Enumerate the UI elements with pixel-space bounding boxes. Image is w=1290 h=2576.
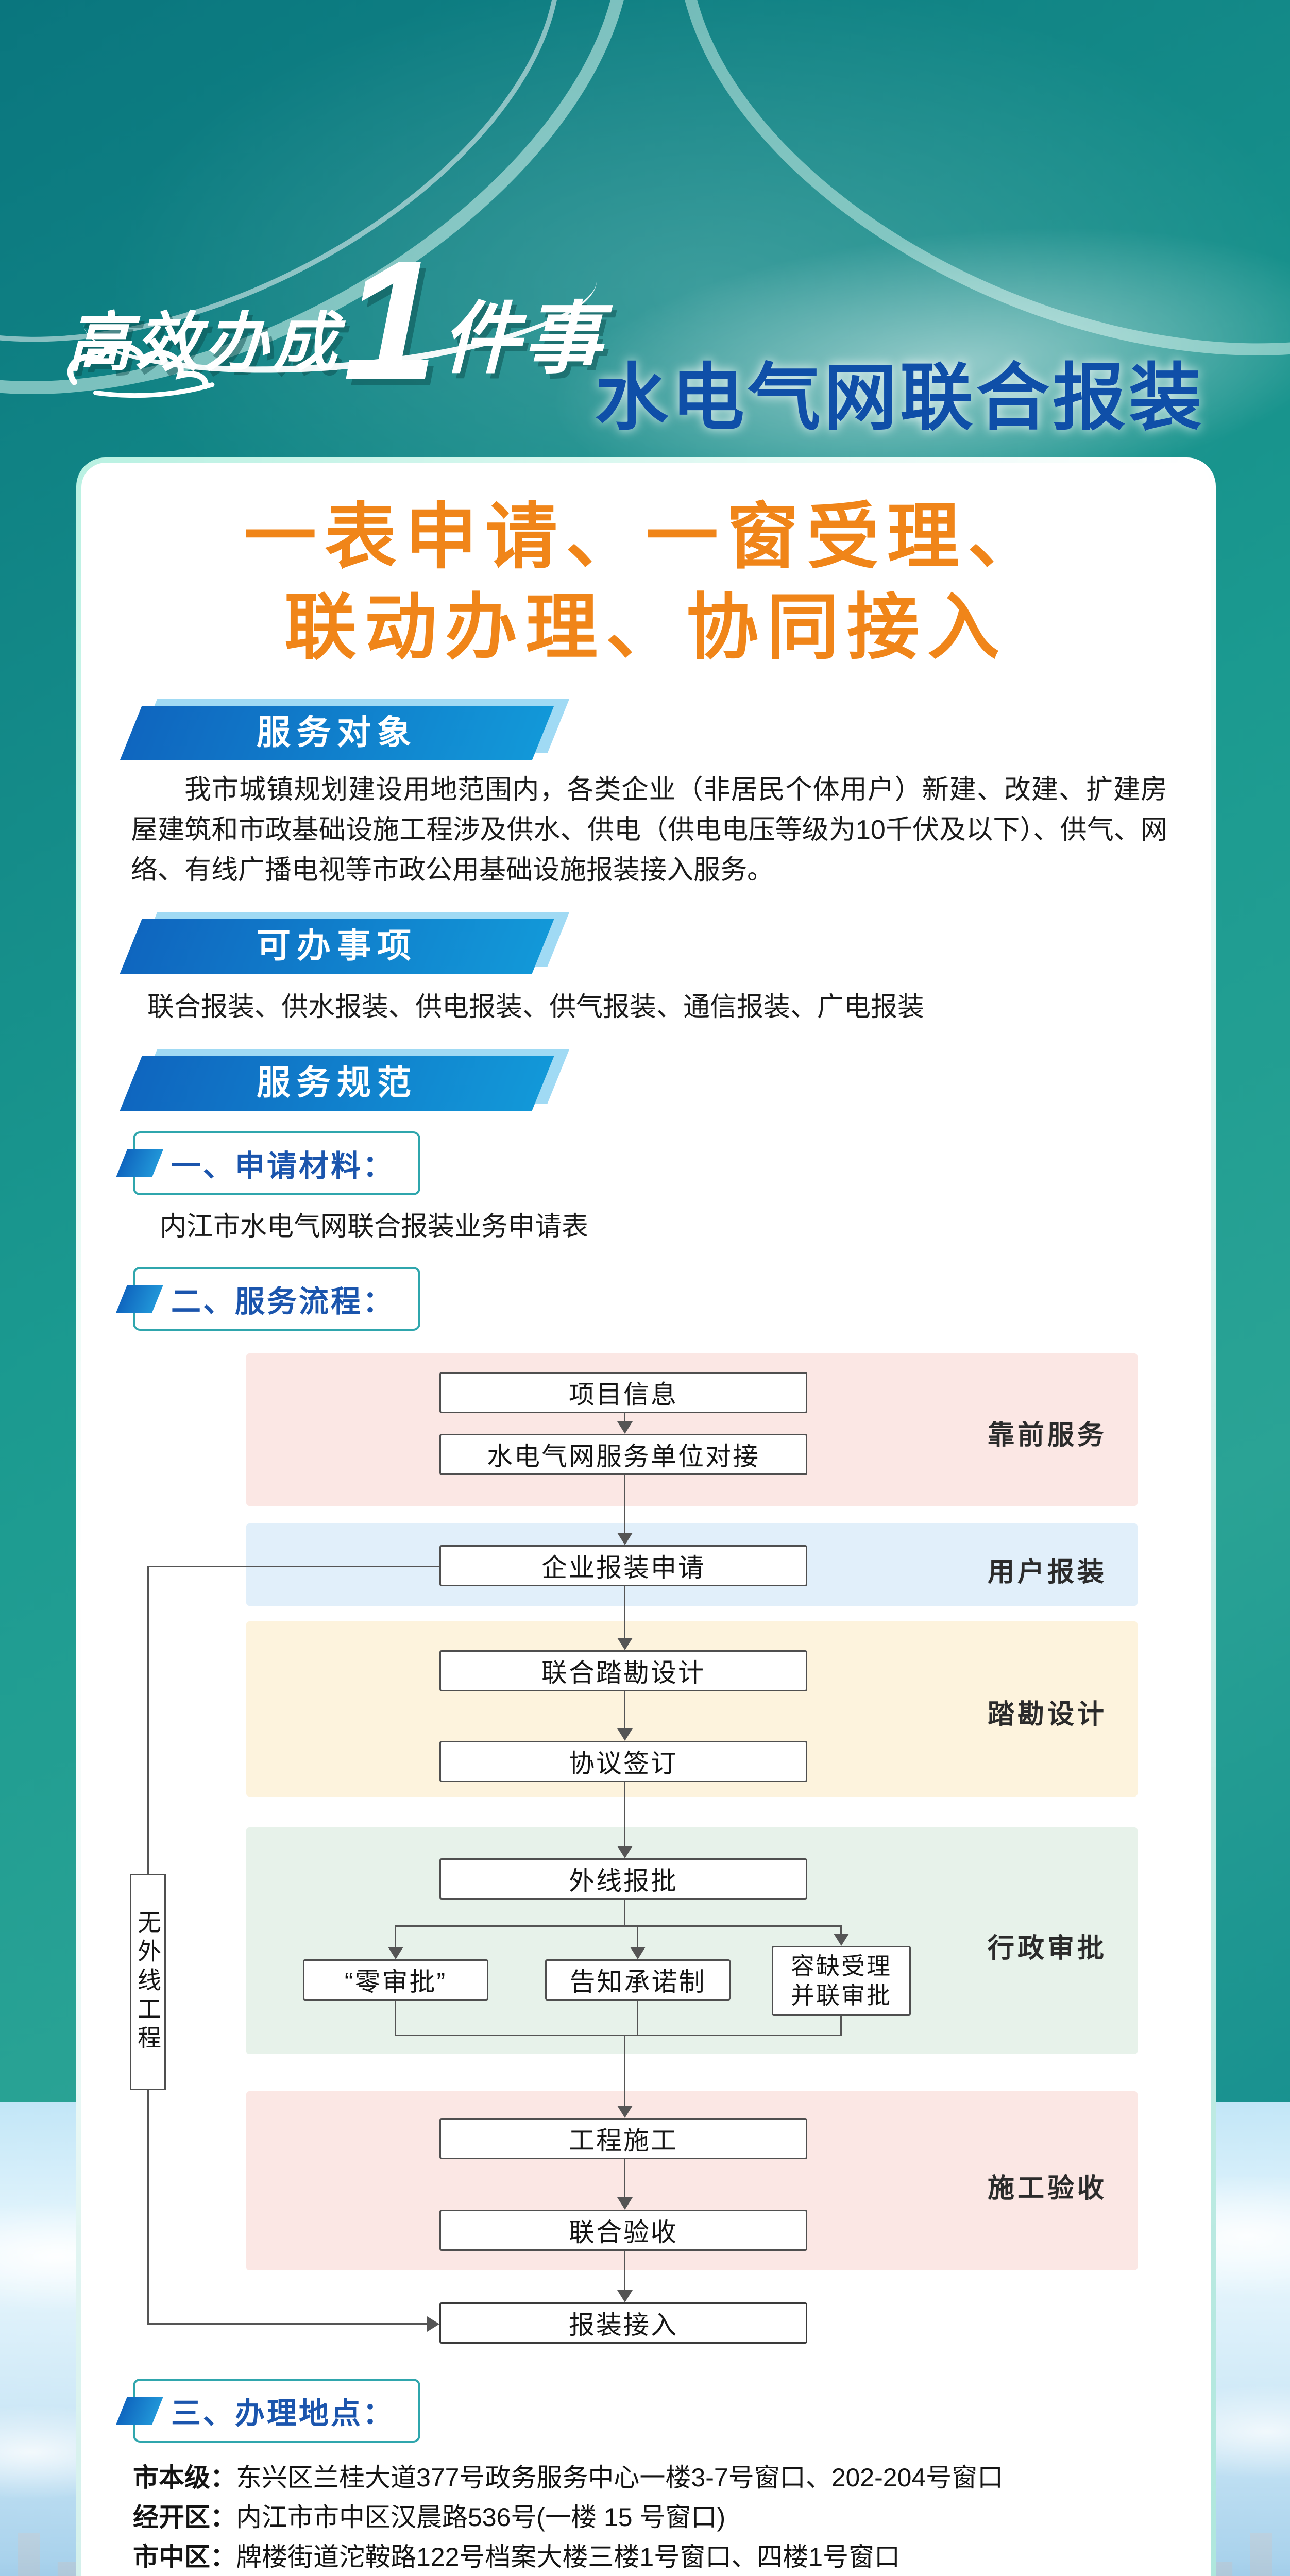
flow-box-installation-access: 报装接入 [439,2302,807,2344]
location-name: 市中区： [133,2543,236,2572]
flow-box-agreement-sign: 协议签订 [439,1741,807,1783]
section-title-service-target: 服务对象 [257,714,417,752]
flow-arrow-line [624,1782,625,1849]
flow-arrowhead [617,1846,633,1859]
location-row: 经开区：内江市市中区汉晨路536号(一楼 15 号窗口) [133,2498,1175,2537]
flow-arrowhead [630,1947,646,1960]
bypass-line [147,1566,439,1568]
available-items-body: 联合报装、供水报装、供电报装、供气报装、通信报装、广电报装 [147,992,925,1022]
sub-label-materials: 一、申请材料： [133,1131,421,1195]
flow-arrow-line [624,1413,625,1424]
locations-list: 市本级：东兴区兰桂大道377号政务服务中心一楼3-7号窗口、202-204号窗口… [133,2458,1175,2576]
flow-branch-line [395,1925,396,1948]
header: 高效办成 1 件事 水电气网联合报装 [0,211,1290,469]
flow-stage-label-advance-service: 靠前服务 [987,1420,1107,1451]
flow-branch-line [624,1900,625,1927]
logo-number-one: 1 [343,225,438,415]
flow-arrow-line [624,1691,625,1731]
flow-branch-line [840,1925,842,1935]
location-detail: 牌楼街道沱鞍路122号档案大楼三楼1号窗口、四楼1号窗口 [236,2543,901,2572]
logo: 高效办成 1 件事 [67,211,605,415]
flow-box-project-info: 项目信息 [439,1372,807,1414]
flow-arrow-line [624,1475,625,1535]
section-title-available-items: 可办事项 [257,927,417,965]
flow-branch-line [395,1925,842,1927]
flow-merge-line [395,2035,842,2037]
materials-body: 内江市水电气网联合报装业务申请表 [160,1212,589,1242]
flow-arrow-line [624,2251,625,2292]
flow-arrow-line [624,2159,625,2199]
hero-line-1: 一表申请、一窗受理、 [244,496,1048,577]
section-banner-service-target: 服务对象 [120,699,570,760]
flow-merge-line [840,2016,842,2036]
flow-box-joint-survey: 联合踏勘设计 [439,1650,807,1692]
flow-box-construction: 工程施工 [439,2118,807,2160]
flow-arrowhead [617,2290,633,2303]
poster-title: 水电气网联合报装 [595,357,1205,439]
main-card-frame: 一表申请、一窗受理、 联动办理、协同接入 服务对象 我市城镇规划建设用地范围内，… [76,457,1216,2576]
flow-box-joint-acceptance: 联合验收 [439,2210,807,2251]
flow-box-utility-docking: 水电气网服务单位对接 [439,1434,807,1476]
location-row: 市本级：东兴区兰桂大道377号政务服务中心一楼3-7号窗口、202-204号窗口 [133,2458,1175,2498]
flow-box-notify-commitment: 告知承诺制 [545,1959,731,2001]
flow-box-zero-approval: “零审批” [303,1959,488,2001]
flow-arrowhead [617,1533,633,1546]
flow-box-tolerant-parallel-approval: 容缺受理 并联审批 [772,1946,911,2016]
flow-stage-label-construct-accept: 施工验收 [987,2174,1107,2204]
sub-label-materials-text: 一、申请材料： [171,1149,395,1183]
sub-label-locations: 三、办理地点： [133,2379,421,2443]
flow-arrow-line [624,1586,625,1640]
location-row: 市中区：牌楼街道沱鞍路122号档案大楼三楼1号窗口、四楼1号窗口 [133,2537,1175,2576]
cloud-icon [67,343,215,398]
flow-stage-label-survey-design: 踏勘设计 [987,1700,1107,1730]
location-detail: 内江市市中区汉晨路536号(一楼 15 号窗口) [236,2503,726,2532]
sub-label-flow-text: 二、服务流程： [171,1285,395,1319]
flow-merge-line [395,2001,396,2036]
location-name: 市本级： [133,2463,236,2493]
flow-box-enterprise-apply: 企业报装申请 [439,1545,807,1587]
section-banner-available-items: 可办事项 [120,912,570,974]
hero-slogan: 一表申请、一窗受理、 联动办理、协同接入 [81,492,1211,673]
location-name: 经开区： [133,2503,236,2532]
flow-arrowhead [617,1421,633,1434]
main-card: 一表申请、一窗受理、 联动办理、协同接入 服务对象 我市城镇规划建设用地范围内，… [81,463,1211,2576]
flow-arrow-line [624,2035,625,2108]
service-target-body: 我市城镇规划建设用地范围内，各类企业（非居民个体用户）新建、改建、扩建房屋建筑和… [131,775,1167,885]
hero-line-2: 联动办理、协同接入 [284,587,1008,668]
logo-suffix-text: 件事 [442,295,605,383]
sub-label-flow: 二、服务流程： [133,1267,421,1331]
flow-arrowhead [388,1947,403,1960]
flow-arrowhead [617,1638,633,1651]
logo-main-text: 高效办成 [67,307,341,379]
flow-stage-label-admin-approval: 行政审批 [987,1934,1107,1964]
flow-arrowhead [834,1934,849,1946]
sub-label-locations-text: 三、办理地点： [171,2397,395,2431]
flow-merge-line [637,2001,638,2036]
flow-stage-label-user-apply: 用户报装 [987,1557,1107,1588]
flow-box-no-outline-project: 无外线工程 [130,1874,166,2091]
location-detail: 东兴区兰桂大道377号政务服务中心一楼3-7号窗口、202-204号窗口 [236,2463,1004,2493]
flow-arrowhead [617,2197,633,2210]
section-title-service-standard: 服务规范 [257,1064,417,1102]
service-flowchart: 项目信息 水电气网服务单位对接 企业报装申请 联合踏勘设计 协议签订 外线报批 … [81,1353,1211,2358]
flow-box-outline-approval: 外线报批 [439,1858,807,1900]
flow-arrowhead [617,1728,633,1741]
flow-arrowhead [617,2106,633,2119]
bypass-arrowhead [427,2316,439,2332]
flow-branch-line [637,1925,638,1948]
section-banner-service-standard: 服务规范 [120,1049,570,1111]
bypass-line [147,2323,429,2325]
